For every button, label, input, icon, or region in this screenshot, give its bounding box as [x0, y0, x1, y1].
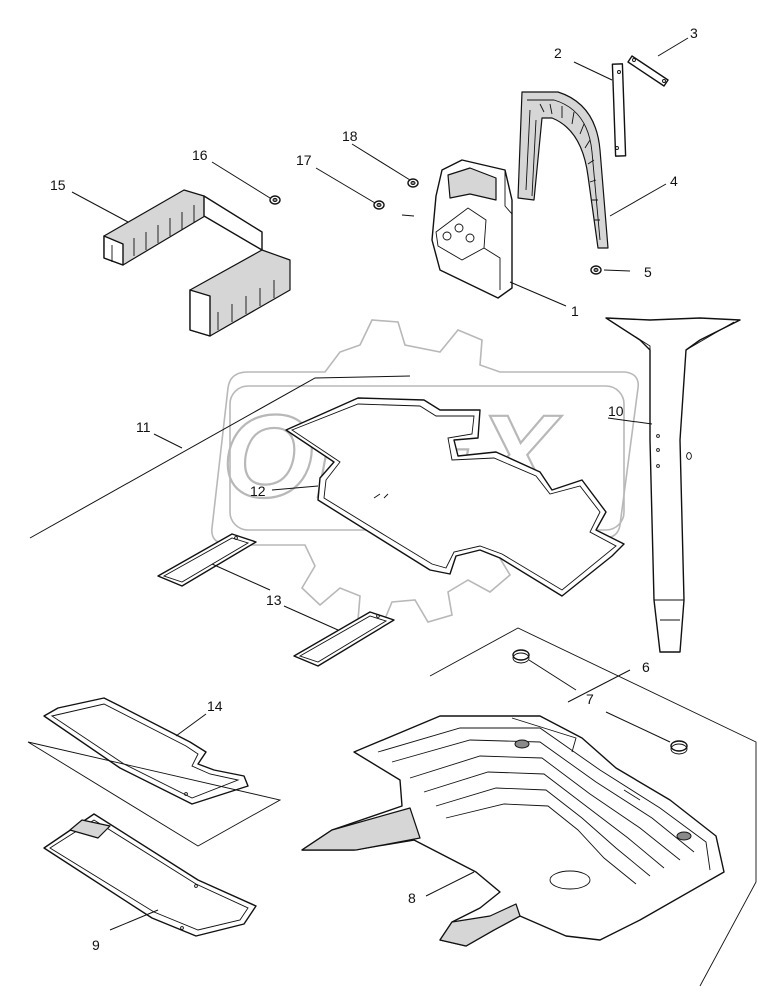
- callout-2: 2: [554, 45, 562, 61]
- part-13-mat-a: [157, 533, 257, 587]
- part-9-panel: [43, 813, 257, 937]
- part-18-nut: [407, 178, 419, 188]
- part-5-nut: [590, 265, 602, 275]
- callout-15: 15: [50, 177, 66, 193]
- callout-18: 18: [342, 128, 358, 144]
- part-13-mat-b: [293, 611, 395, 667]
- callouts: 1 2 3 4 5 6 7 8 9 10 11 12 13 14 15 16 1…: [50, 25, 698, 953]
- callout-12: 12: [250, 483, 266, 499]
- callout-13: 13: [266, 592, 282, 608]
- part-10-pillar: [605, 317, 741, 653]
- callout-1: 1: [571, 303, 579, 319]
- part-7-plug-a: [512, 649, 530, 664]
- callout-9: 9: [92, 937, 100, 953]
- part-2-strip: [611, 63, 627, 157]
- part-15-shelf: [103, 189, 291, 337]
- part-7-plug-b: [670, 740, 688, 755]
- callout-6: 6: [642, 659, 650, 675]
- callout-11: 11: [136, 419, 151, 435]
- part-8-floor: [301, 715, 725, 947]
- part-14-mat: [43, 697, 249, 805]
- part-1-console-panel: [431, 159, 513, 299]
- callout-4: 4: [670, 173, 678, 189]
- callout-3: 3: [690, 25, 698, 41]
- part-17-nut: [373, 200, 385, 210]
- group-frame-14: [27, 741, 282, 847]
- callout-7: 7: [586, 691, 594, 707]
- part-16-nut: [269, 195, 281, 205]
- fastener-hint: [401, 214, 415, 217]
- callout-16: 16: [192, 147, 208, 163]
- part-3-plate: [627, 55, 669, 87]
- group-frame-6: [429, 627, 757, 987]
- part-4-arch-trim: [517, 91, 609, 249]
- callout-5: 5: [644, 264, 652, 280]
- callout-8: 8: [408, 890, 416, 906]
- callout-14: 14: [207, 698, 223, 714]
- callout-10: 10: [608, 403, 624, 419]
- part-12-mat: [285, 397, 625, 597]
- watermark-gear: [211, 319, 640, 627]
- part-11-rod: [29, 375, 411, 539]
- callout-17: 17: [296, 152, 312, 168]
- leader-lines: [71, 37, 689, 931]
